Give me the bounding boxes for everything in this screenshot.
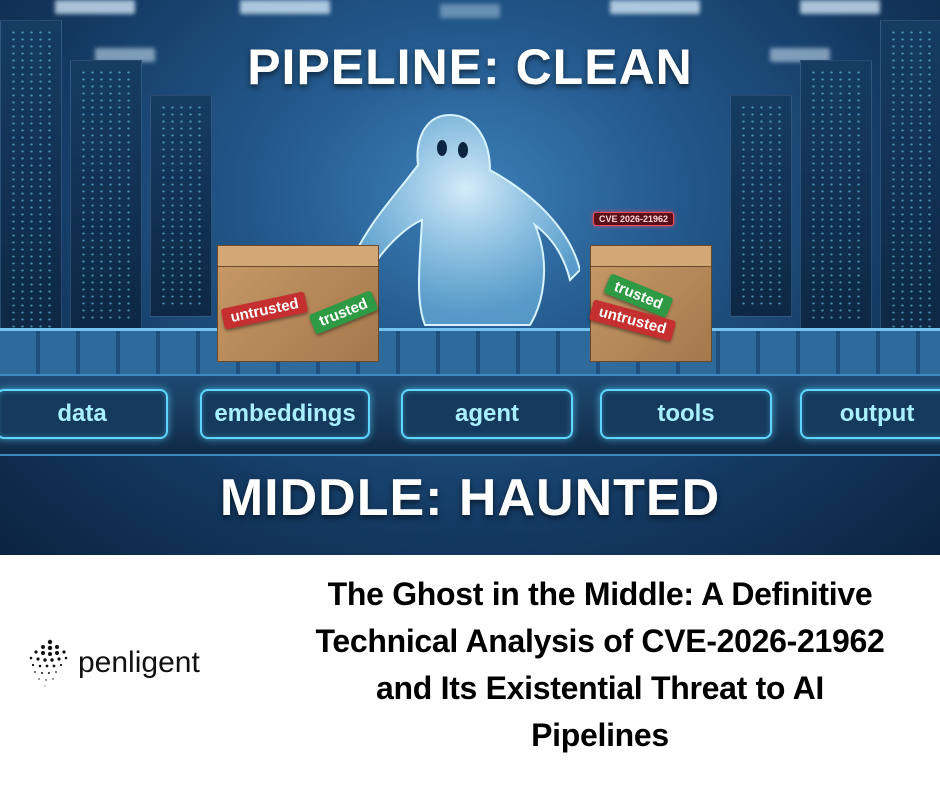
conveyor-belt <box>0 328 940 377</box>
title-line: and Its Existential Threat to AI <box>376 670 824 706</box>
stage-output: output <box>800 389 940 439</box>
title-line: The Ghost in the Middle: A Definitive <box>327 576 873 612</box>
dot-grid-logo-icon <box>29 639 68 687</box>
headline-middle-haunted: MIDDLE: HAUNTED <box>219 469 721 527</box>
ceiling-light <box>240 0 330 14</box>
ceiling-light <box>770 48 830 62</box>
ghost-icon <box>350 113 580 326</box>
ceiling-light <box>800 0 880 14</box>
cve-label: CVE 2026-21962 <box>593 212 675 226</box>
logo-text: penligent <box>78 646 200 679</box>
ceiling-light <box>440 4 500 18</box>
ceiling-light <box>95 48 155 62</box>
stage-agent: agent <box>401 389 573 439</box>
server-rack <box>800 60 872 332</box>
article-title: The Ghost in the Middle: A Definitive Te… <box>262 571 938 759</box>
stage-data: data <box>0 389 168 439</box>
server-rack <box>150 95 212 317</box>
footer <box>0 555 940 788</box>
headline-pipeline-clean: PIPELINE: CLEAN <box>247 39 693 95</box>
title-line: Technical Analysis of CVE-2026-21962 <box>315 623 885 659</box>
stage-embeddings: embeddings <box>200 389 370 439</box>
server-rack <box>70 60 142 332</box>
server-rack <box>0 20 62 342</box>
server-rack <box>730 95 792 317</box>
ceiling-light <box>55 0 135 14</box>
stage-tools: tools <box>600 389 772 439</box>
title-line: Pipelines <box>531 717 669 753</box>
server-rack <box>880 20 940 342</box>
ceiling-light <box>610 0 700 14</box>
hero-image: PIPELINE: CLEAN CVE 2026-21962 untrusted… <box>0 0 940 555</box>
brand-logo: penligent <box>28 638 200 688</box>
